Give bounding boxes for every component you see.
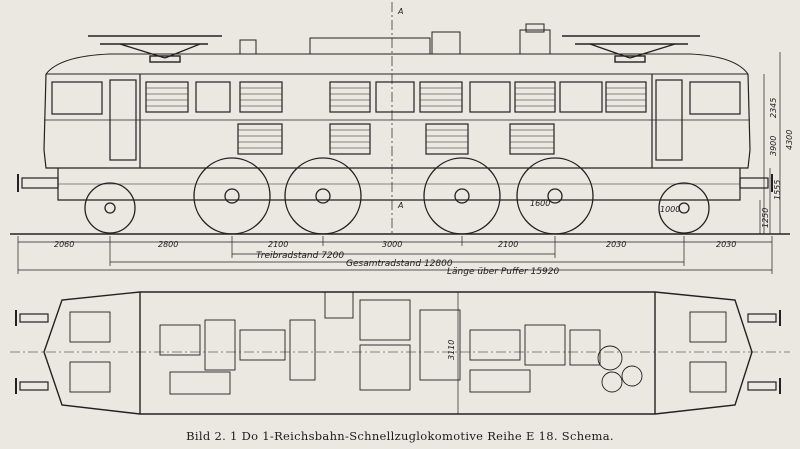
cab-window-left [51,81,103,115]
driving-wheel-3 [423,157,501,235]
vertical-dimensions [759,52,781,234]
cab-window-right [689,81,741,115]
horizontal-dimension-lines [17,236,773,274]
dim-treibradstand: Treibradstand 7200 [256,251,344,261]
dim-height-2345: 2345 [769,98,778,118]
section-mark-top: A [397,7,403,16]
plan-cabs [69,311,727,393]
driving-wheel-1 [193,157,271,235]
dim-laenge: Länge über Puffer 15920 [447,267,559,277]
buffer-right [739,177,769,189]
cab-door-left [109,79,137,161]
driving-wheel-dia-label: 1600 [530,199,550,208]
dim-buffer-1555: 1555 [773,180,782,200]
dim-height-3900: 3900 [769,136,778,156]
plan-view: 3110 [10,291,790,415]
dim-2100-b: 2100 [498,240,518,249]
cab-door-right [655,79,683,161]
dim-3000: 3000 [382,240,402,249]
dim-gesamtradstand: Gesamtradstand 12800 [346,259,453,269]
locomotive-body [43,73,751,169]
dim-2800: 2800 [158,240,178,249]
figure-caption: Bild 2. 1 Do 1-Reichsbahn-Schnellzugloko… [186,429,614,443]
dim-2060: 2060 [54,240,74,249]
plan-width-3110: 3110 [447,340,456,360]
louvre-hatching [146,87,646,149]
pantograph-left [88,35,222,63]
dim-2030-b: 2030 [716,240,736,249]
driving-wheel-4 [516,157,594,235]
dim-2030-a: 2030 [606,240,626,249]
carrying-wheel-front [84,182,136,234]
driving-wheel-2 [284,157,362,235]
dim-2100-a: 2100 [268,240,288,249]
plan-buffers [15,310,781,394]
plan-outline [43,291,753,415]
pantograph-right [562,35,700,63]
roof-equipment [45,23,749,75]
section-mark-bottom: A [397,201,403,210]
carrying-wheel-dia-label: 1000 [660,205,680,214]
side-elevation: A A [10,2,794,277]
underframe [17,168,773,201]
dim-buffer-1250: 1250 [761,208,770,228]
carrying-wheel-rear [658,182,710,234]
plan-equipment [159,291,643,395]
buffer-left [21,177,59,189]
dim-height-4300: 4300 [785,130,794,150]
